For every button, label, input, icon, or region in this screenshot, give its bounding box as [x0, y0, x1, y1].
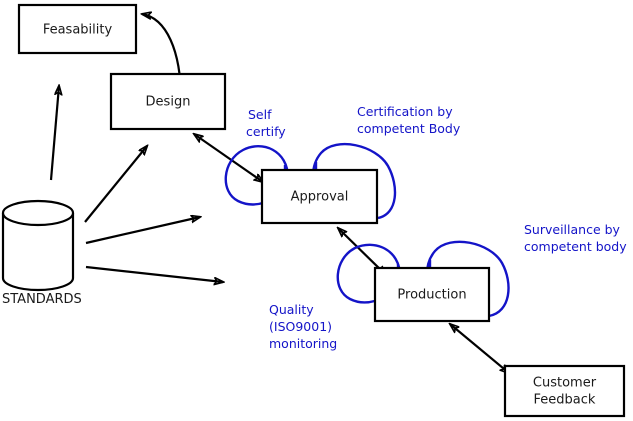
loop-label-self-certify: Self certify — [246, 107, 286, 139]
loop-label-self-certify-line1: Self — [248, 107, 272, 122]
loop-label-surveillance-line1: Surveillance by — [524, 222, 621, 237]
loop-label-quality-line3: monitoring — [269, 336, 337, 351]
flow-standards-to-design — [84, 146, 147, 223]
node-customer-feedback-label-line2: Feedback — [534, 393, 596, 408]
node-production[interactable]: Production — [373, 266, 491, 323]
loop-label-certification-line2: competent Body — [357, 121, 461, 136]
node-approval-label: Approval — [291, 190, 349, 205]
flow-production-customer-feedback — [450, 324, 509, 373]
node-customer-feedback-label-line1: Customer — [533, 376, 597, 391]
node-production-label: Production — [397, 288, 466, 303]
node-feasability[interactable]: Feasability — [17, 3, 138, 55]
node-approval[interactable]: Approval — [260, 168, 379, 225]
node-design[interactable]: Design — [109, 72, 227, 131]
node-feasability-label: Feasability — [43, 23, 113, 38]
data-store-standards[interactable]: STANDARDS — [1, 199, 82, 307]
loop-label-surveillance-by-competent-body: Surveillance by competent body — [524, 222, 627, 254]
flow-standards-to-approval — [85, 217, 200, 245]
loop-label-certification-line1: Certification by — [357, 104, 453, 119]
node-design-label: Design — [146, 95, 191, 110]
loop-label-quality-iso9001-monitoring: Quality (ISO9001) monitoring — [269, 302, 337, 351]
loop-label-self-certify-line2: certify — [246, 124, 286, 139]
loop-label-quality-line1: Quality — [269, 302, 314, 317]
data-store-standards-label: STANDARDS — [2, 292, 82, 307]
flow-standards-to-production — [85, 265, 223, 282]
flow-standards-to-feasability — [49, 86, 59, 181]
loop-label-quality-line2: (ISO9001) — [269, 319, 332, 334]
loop-label-certification-by-competent-body: Certification by competent Body — [357, 104, 461, 136]
node-customer-feedback[interactable]: Customer Feedback — [503, 364, 626, 418]
loop-label-surveillance-line2: competent body — [524, 239, 627, 254]
flow-design-approval — [194, 134, 263, 182]
